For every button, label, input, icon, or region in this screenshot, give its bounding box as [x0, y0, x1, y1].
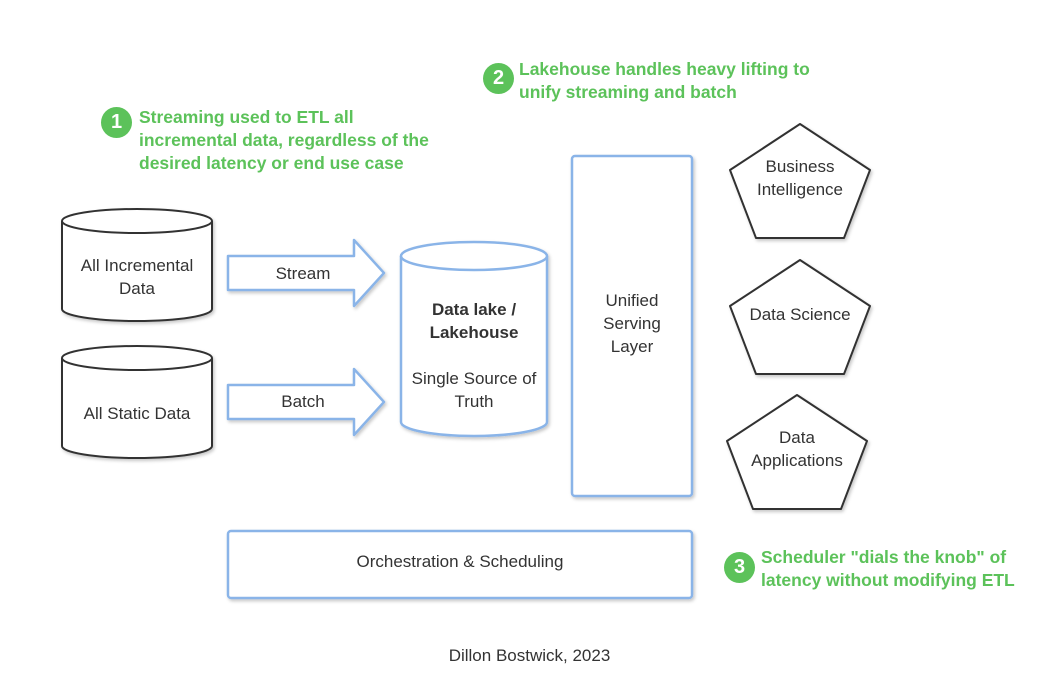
orchestration-box	[226, 529, 694, 600]
static-data-label: All Static Data	[83, 404, 191, 423]
lakehouse-cylinder	[399, 240, 549, 438]
note-3-badge: 3	[724, 552, 755, 583]
note-1-text: Streaming used to ETL all incremental da…	[139, 107, 429, 173]
stream-arrow	[226, 238, 386, 308]
serving-layer-box	[570, 154, 694, 498]
serving-layer-label: Unified Serving Layer	[603, 291, 661, 356]
business-intelligence-label: Business Intelligence	[756, 157, 843, 199]
note-2-text: Lakehouse handles heavy lifting to unify…	[519, 59, 810, 102]
orchestration-label: Orchestration & Scheduling	[356, 552, 564, 571]
note-2-badge: 2	[483, 63, 514, 94]
incremental-data-cylinder	[61, 208, 213, 322]
batch-arrow	[226, 367, 386, 437]
note-3-text: Scheduler "dials the knob" of latency wi…	[761, 547, 1015, 590]
data-science-pentagon	[729, 259, 871, 375]
batch-label: Batch	[281, 392, 325, 411]
business-intelligence-pentagon	[729, 123, 871, 239]
static-data-cylinder	[61, 345, 213, 459]
note-1-badge: 1	[101, 107, 132, 138]
data-science-label: Data Science	[749, 305, 851, 324]
data-applications-label: Data Applications	[751, 428, 843, 470]
credit-text: Dillon Bostwick, 2023	[448, 646, 611, 665]
lakehouse-subtitle: Single Source of Truth	[411, 369, 537, 411]
data-applications-pentagon	[726, 394, 868, 510]
lakehouse-title: Data lake / Lakehouse	[429, 300, 519, 342]
stream-label: Stream	[275, 264, 331, 283]
incremental-data-label: All Incremental Data	[80, 256, 194, 298]
